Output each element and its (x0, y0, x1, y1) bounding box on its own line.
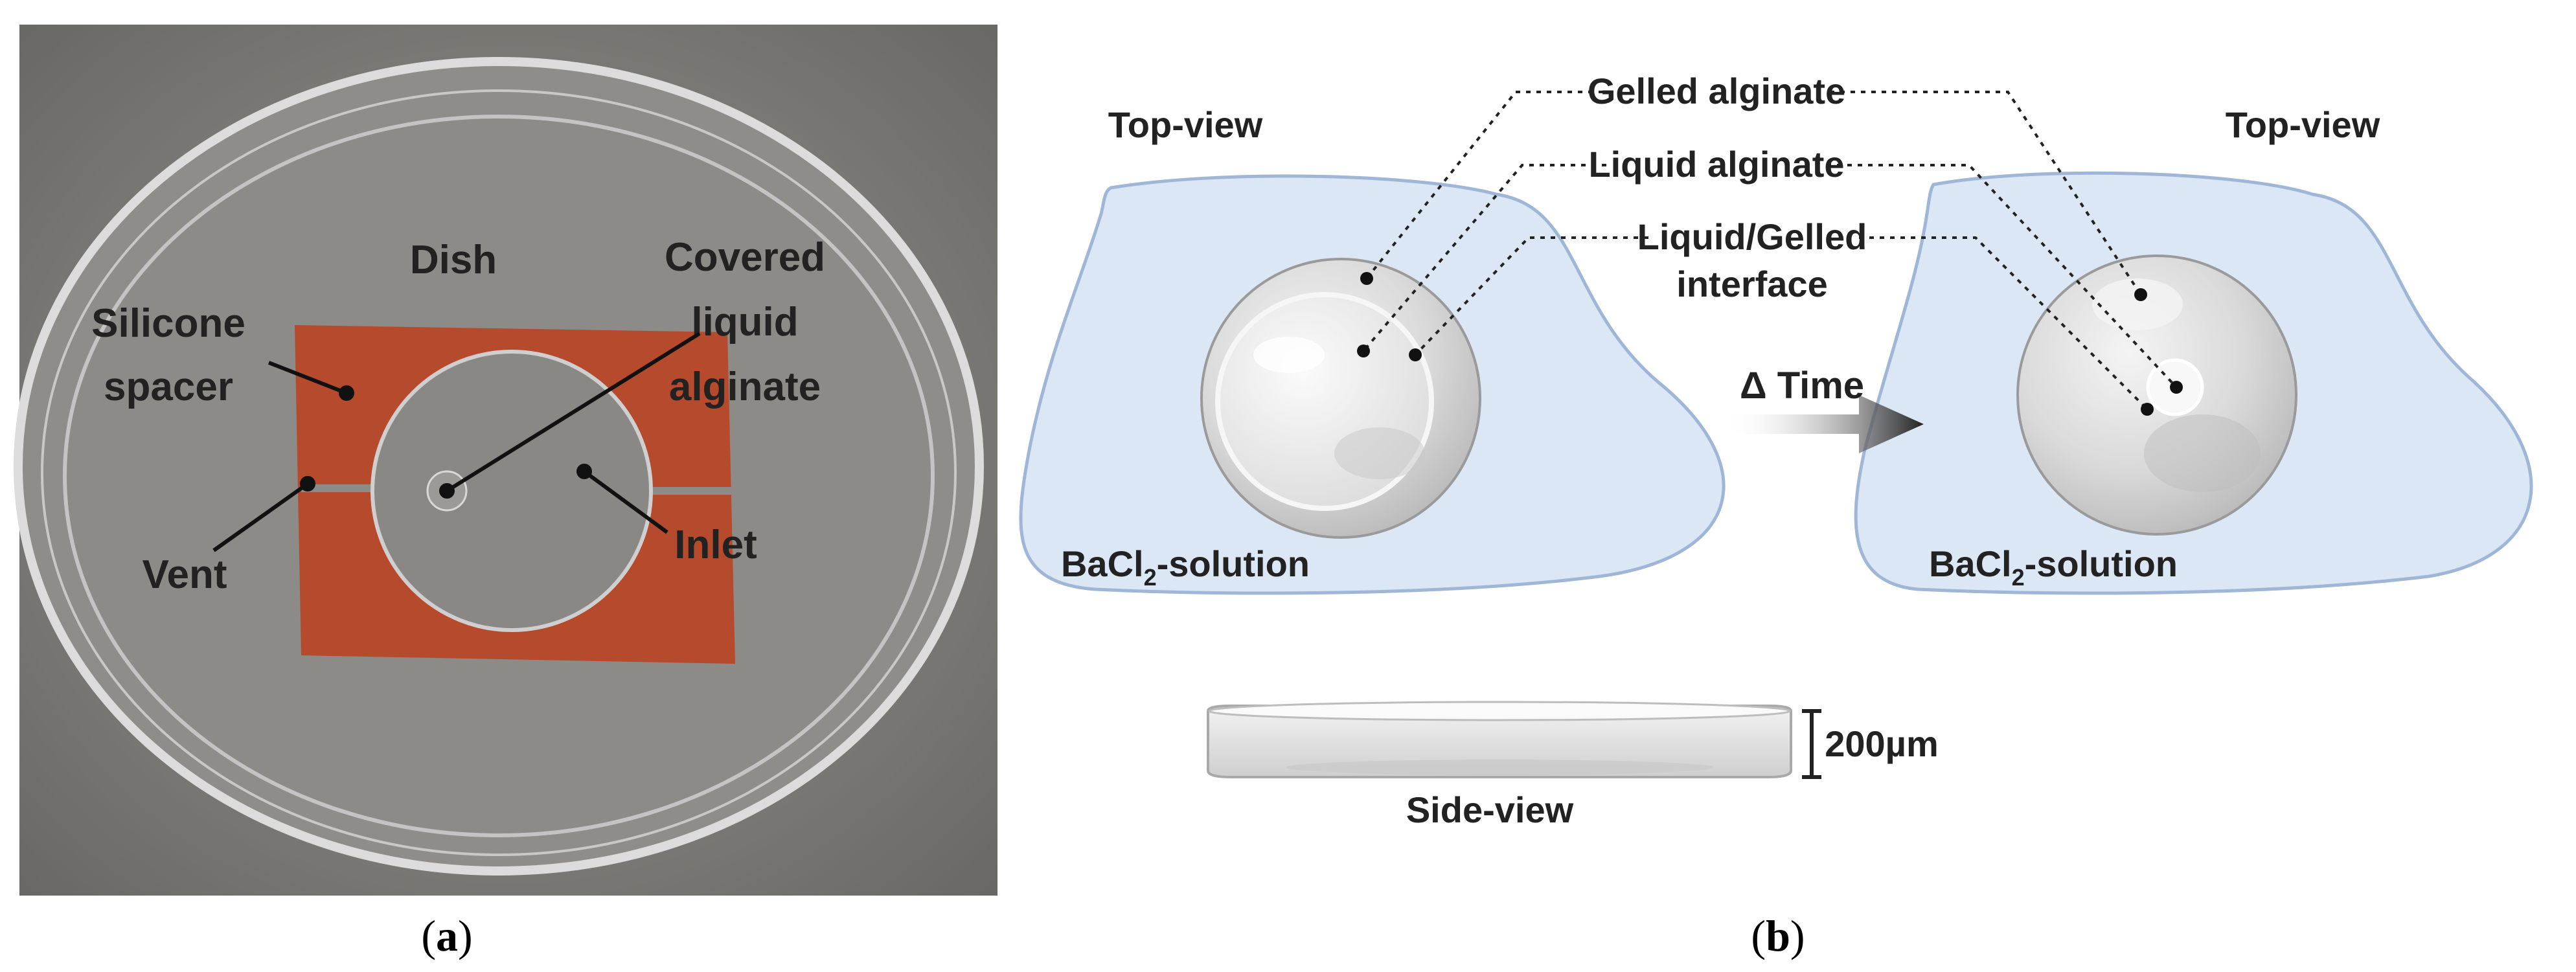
caption-a: (a) (421, 911, 472, 960)
highlight-left-2 (1334, 427, 1425, 479)
label-thickness: 200µm (1825, 723, 1939, 764)
pointer-covered (446, 332, 701, 493)
pointer-inlet-dot (576, 464, 592, 479)
leader-interface-left (1414, 236, 1648, 356)
leader-interface-left-dot (1409, 348, 1422, 361)
pointer-vent (212, 482, 309, 552)
label-gelled-alginate: Gelled alginate (1588, 71, 1845, 111)
time-arrow (1726, 395, 1924, 453)
label-interface-1: Liquid/Gelled (1637, 216, 1867, 257)
leader-gelled-right-dot (2134, 288, 2147, 301)
label-liquid-alginate: Liquid alginate (1588, 144, 1844, 185)
label-alginate: alginate (669, 365, 821, 409)
leader-interface-right (1859, 236, 2149, 411)
pointer-vent-dot (300, 476, 315, 492)
leader-liquid-left-dot (1357, 345, 1370, 357)
leader-liquid-right (1827, 164, 2178, 389)
label-covered: Covered (665, 235, 825, 280)
leader-gelled-left (1365, 91, 1603, 280)
thickness-bracket (1802, 709, 1821, 779)
pointer-silicone-dot (339, 385, 354, 401)
leader-interface-right-dot (2141, 403, 2154, 416)
label-vent: Vent (142, 552, 227, 597)
pointer-inlet (583, 469, 668, 534)
label-delta-time: Δ Time (1740, 365, 1864, 407)
label-inlet: Inlet (674, 523, 757, 567)
leader-gelled-left-dot (1360, 272, 1373, 285)
label-dish: Dish (410, 238, 497, 282)
pointer-silicone (268, 361, 348, 395)
alginate-chamber (370, 350, 653, 632)
highlight-right-2 (2144, 414, 2261, 492)
label-bacl2-left: BaCl2-solution (1061, 543, 1310, 591)
panel-b-diagram: Δ Time Top-view Top-view Gelled alginate… (1019, 71, 2533, 830)
label-bacl2-right: BaCl2-solution (1929, 543, 2178, 591)
highlight-right-1 (2092, 278, 2183, 330)
leader-liquid-left (1362, 164, 1606, 352)
highlight-left-1 (1253, 337, 1325, 373)
label-liquid: liquid (691, 300, 798, 345)
label-silicone: Silicone (91, 301, 245, 346)
dish-highlight (41, 89, 957, 856)
label-spacer: spacer (104, 365, 233, 409)
label-top-view-left: Top-view (1108, 104, 1263, 145)
side-view-disc (1207, 701, 1792, 778)
leader-gelled-right (1830, 91, 2142, 296)
caption-b: (b) (1751, 911, 1805, 960)
label-top-view-right: Top-view (2226, 104, 2380, 145)
label-interface-2: interface (1676, 264, 1827, 304)
leader-liquid-right-dot (2170, 381, 2183, 394)
panel-a-photo: Dish Covered liquid alginate Silicone sp… (14, 25, 997, 896)
pointer-covered-dot (439, 483, 455, 499)
label-side-view: Side-view (1406, 789, 1574, 830)
